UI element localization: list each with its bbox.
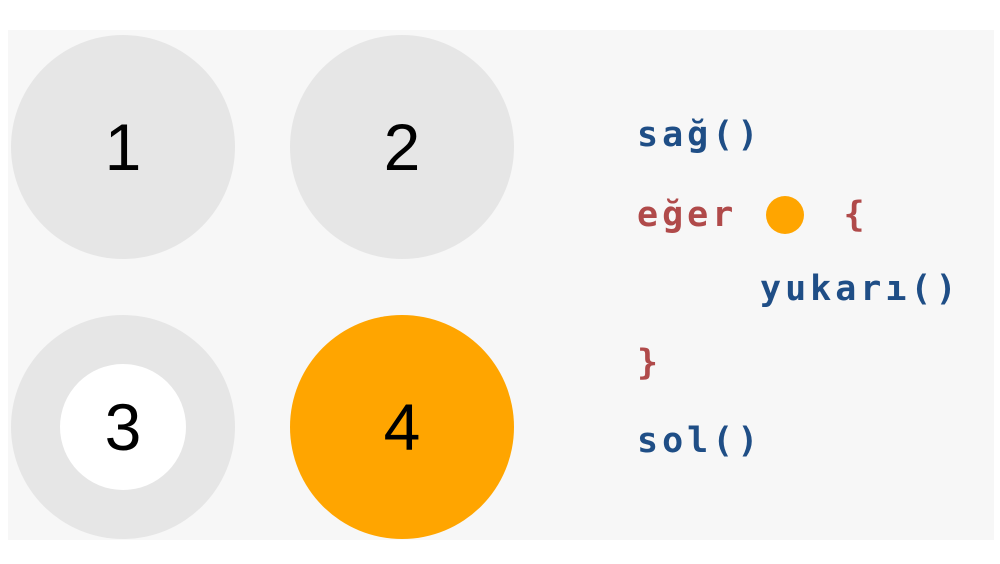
open-brace: {	[843, 195, 869, 235]
code-line-right: sağ()	[637, 115, 763, 155]
grid-cell-2: 2	[290, 35, 514, 259]
orange-dot-icon	[766, 196, 805, 234]
cell-label: 2	[383, 110, 421, 184]
grid-cell-1: 1	[11, 35, 235, 259]
cell-label: 3	[104, 390, 142, 464]
code-line-up: yukarı()	[760, 269, 961, 309]
white-marker-circle: 3	[60, 364, 186, 490]
code-line-if: eğer {	[637, 196, 869, 234]
grid-cell-3: 3	[11, 315, 235, 539]
cell-label: 1	[104, 110, 142, 184]
cell-label: 4	[383, 390, 421, 464]
close-brace: }	[637, 343, 663, 383]
if-keyword: eğer	[637, 195, 738, 235]
code-line-left: sol()	[637, 421, 763, 461]
grid-cell-4: 4	[290, 315, 514, 539]
